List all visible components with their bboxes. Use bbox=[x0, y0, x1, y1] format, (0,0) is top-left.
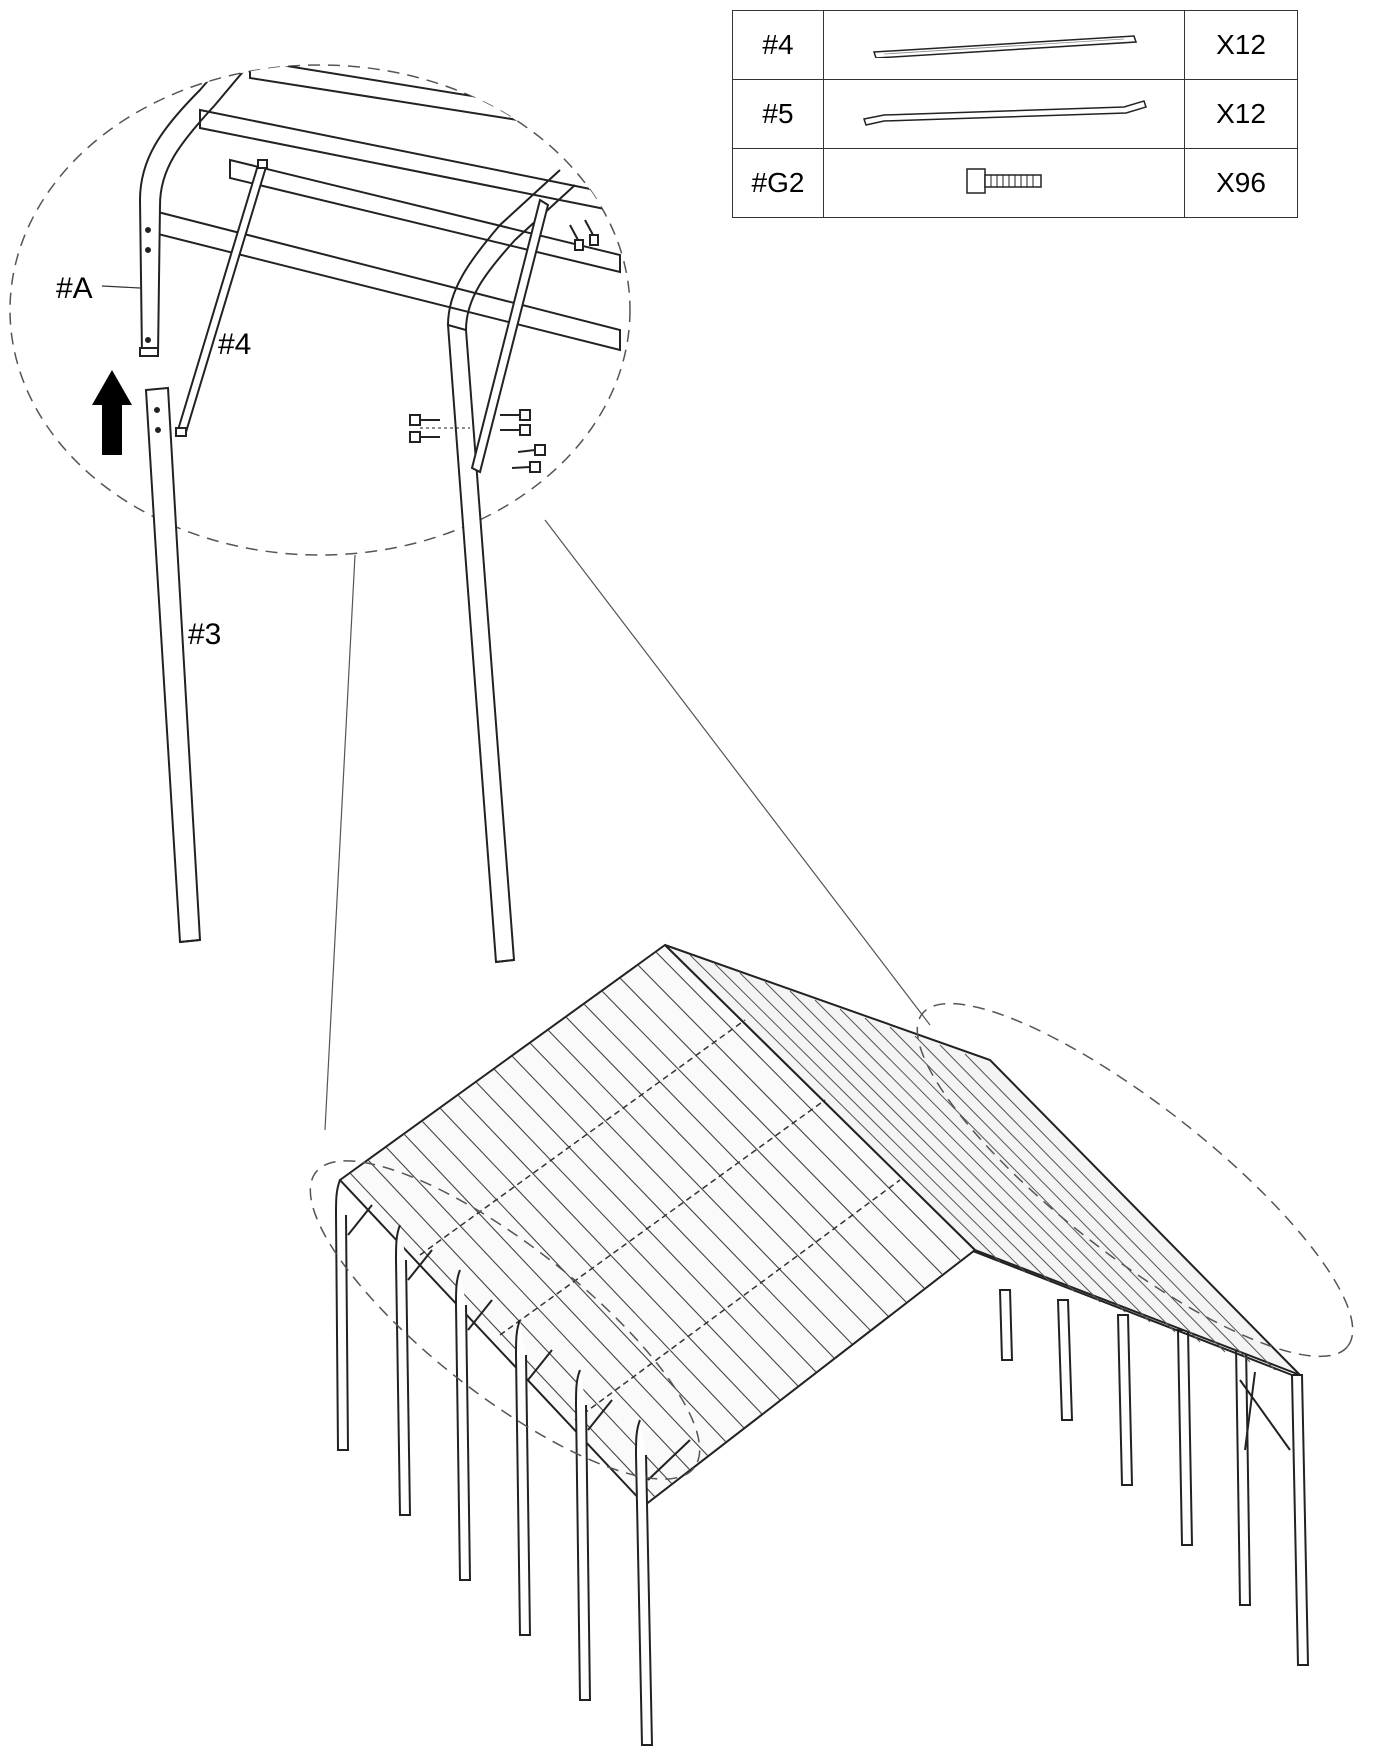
detail-connector-right bbox=[544, 519, 931, 1026]
angled-brace-icon bbox=[863, 99, 1147, 126]
part-quantity: X12 bbox=[1184, 10, 1298, 80]
insert-arrow-icon bbox=[92, 370, 132, 455]
part-picture bbox=[823, 148, 1185, 218]
parts-table-row: #G2 X96 bbox=[732, 148, 1298, 218]
hex-bolt-icon bbox=[500, 424, 531, 436]
roof-frame-detail bbox=[139, 65, 621, 352]
part-quantity: X12 bbox=[1184, 79, 1298, 149]
hex-bolt-icon bbox=[409, 414, 440, 426]
right-leg-detail bbox=[446, 198, 550, 964]
part-3-leg bbox=[144, 386, 202, 944]
parts-table-row: #5 X12 bbox=[732, 79, 1298, 149]
hex-bolt-icon bbox=[409, 431, 440, 443]
part-picture bbox=[823, 79, 1185, 149]
hex-bolt-icon bbox=[569, 224, 584, 251]
part-picture bbox=[823, 10, 1185, 80]
hex-bolt-icon bbox=[511, 461, 541, 473]
hex-bolt-icon bbox=[584, 219, 599, 246]
brace-bar-icon bbox=[872, 34, 1138, 59]
detail-connector-left bbox=[324, 554, 356, 1131]
front-legs bbox=[334, 1179, 654, 1746]
part-quantity: X96 bbox=[1184, 148, 1298, 218]
hex-bolt-icon bbox=[966, 167, 1042, 194]
part-code: #G2 bbox=[732, 148, 824, 218]
part-4-brace bbox=[175, 159, 268, 437]
front-braces bbox=[347, 1204, 691, 1481]
parts-table-row: #4 X12 bbox=[732, 10, 1298, 80]
roof-corrugation-front bbox=[349, 951, 961, 1498]
highlight-ellipse-front bbox=[309, 1160, 701, 1480]
callout-4: #4 bbox=[218, 328, 252, 361]
parts-table: #4 X12 #5 X12 #G2 bbox=[732, 10, 1298, 218]
highlight-ellipse-back bbox=[916, 1002, 1354, 1358]
detail-zoom-circle bbox=[9, 64, 631, 556]
part-code: #4 bbox=[732, 10, 824, 80]
bolt-group-detail bbox=[409, 219, 599, 473]
part-code: #5 bbox=[732, 79, 824, 149]
carport-assembly bbox=[334, 943, 1310, 1746]
hex-bolt-icon bbox=[517, 444, 546, 456]
callout-3: #3 bbox=[188, 618, 222, 651]
callout-a-leader bbox=[101, 285, 141, 289]
roof-seams-front bbox=[419, 1019, 901, 1421]
callout-a: #A bbox=[56, 272, 93, 305]
part-a-leg bbox=[139, 199, 161, 357]
roof-back-slope bbox=[664, 944, 1301, 1376]
roof-corrugation-back bbox=[689, 954, 1276, 1371]
hex-bolt-icon bbox=[500, 409, 531, 421]
